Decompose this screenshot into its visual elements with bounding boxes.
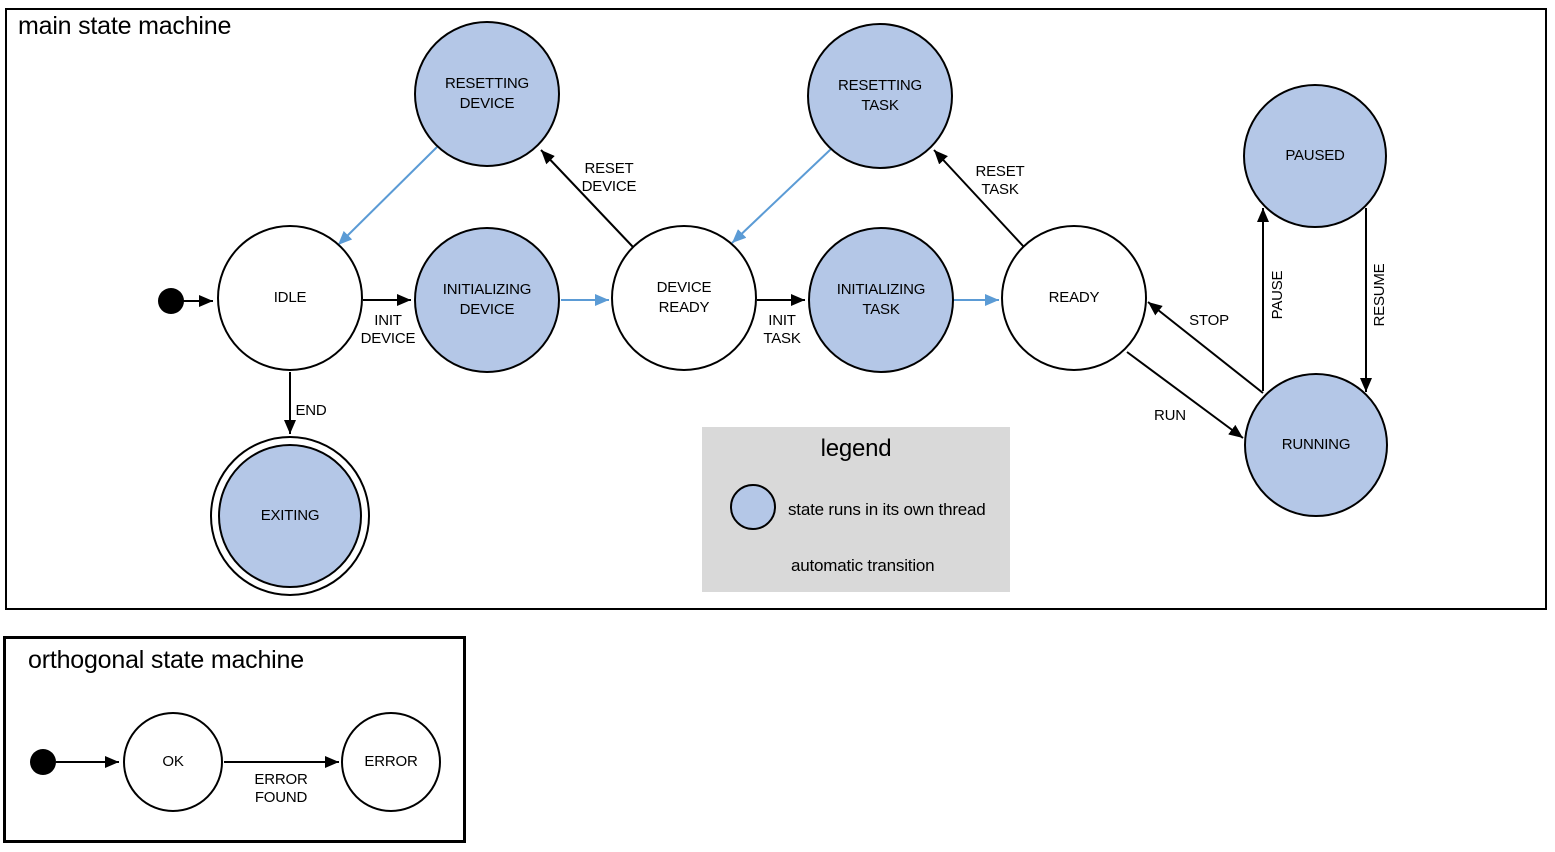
state-resetting-device: RESETTING DEVICE <box>414 21 560 167</box>
arrow-auto-resetting-device-to-idle <box>337 146 438 246</box>
transition-label-resume: RESUME <box>1371 263 1388 327</box>
arrow-stop <box>1147 301 1264 394</box>
initial-state-dot-main <box>158 288 184 314</box>
legend-box: legend state runs in its own thread auto… <box>702 427 1010 592</box>
initial-state-dot-orthogonal <box>30 749 56 775</box>
state-ok: OK <box>123 712 223 812</box>
main-state-machine-panel <box>5 8 1547 610</box>
arrow-auto-resetting-task-to-device-ready <box>731 148 832 244</box>
legend-auto-label: automatic transition <box>791 556 935 575</box>
transition-label-reset-device: RESET DEVICE <box>581 160 637 195</box>
state-label: READY <box>1048 288 1100 306</box>
state-label: PAUSED <box>1285 146 1345 164</box>
state-label: ERROR <box>364 752 418 770</box>
state-label: IDLE <box>273 288 307 306</box>
legend-title: legend <box>820 435 892 462</box>
state-resetting-task: RESETTING TASK <box>807 23 953 169</box>
state-paused: PAUSED <box>1243 84 1387 228</box>
transition-label-reset-task: RESET TASK <box>975 163 1025 198</box>
arrow-run <box>1126 351 1244 439</box>
arrow-reset-device <box>540 149 634 248</box>
state-initializing-task: INITIALIZING TASK <box>808 227 954 373</box>
state-label: EXITING <box>260 506 320 524</box>
state-initializing-device: INITIALIZING DEVICE <box>414 227 560 373</box>
orthogonal-state-machine-panel <box>3 636 466 843</box>
state-label: INITIALIZING DEVICE <box>442 280 532 318</box>
state-ready: READY <box>1001 225 1147 371</box>
transition-label-pause: PAUSE <box>1269 270 1286 320</box>
state-label: RUNNING <box>1281 435 1351 453</box>
transition-label-init-device: INIT DEVICE <box>360 312 416 347</box>
main-panel-title: main state machine <box>18 12 232 40</box>
state-running: RUNNING <box>1244 373 1388 517</box>
state-label: RESETTING TASK <box>837 76 923 114</box>
transition-label-stop: STOP <box>1189 312 1229 329</box>
arrow-reset-task <box>933 149 1025 248</box>
transition-label-end: END <box>295 402 327 419</box>
state-error: ERROR <box>341 712 441 812</box>
state-label: DEVICE READY <box>656 278 712 316</box>
orthogonal-panel-title: orthogonal state machine <box>28 646 304 674</box>
transition-label-error-found: ERROR FOUND <box>254 771 308 806</box>
transition-label-run: RUN <box>1154 407 1186 424</box>
state-exiting-final-ring: EXITING <box>210 436 370 596</box>
legend-thread-label: state runs in its own thread <box>788 500 986 519</box>
state-label: OK <box>162 752 184 770</box>
state-device-ready: DEVICE READY <box>611 225 757 371</box>
legend-thread-state-icon <box>730 484 776 530</box>
state-exiting: EXITING <box>218 444 362 588</box>
state-label: RESETTING DEVICE <box>444 74 530 112</box>
transition-label-init-task: INIT TASK <box>763 312 801 347</box>
state-label: INITIALIZING TASK <box>836 280 926 318</box>
state-idle: IDLE <box>217 225 363 371</box>
